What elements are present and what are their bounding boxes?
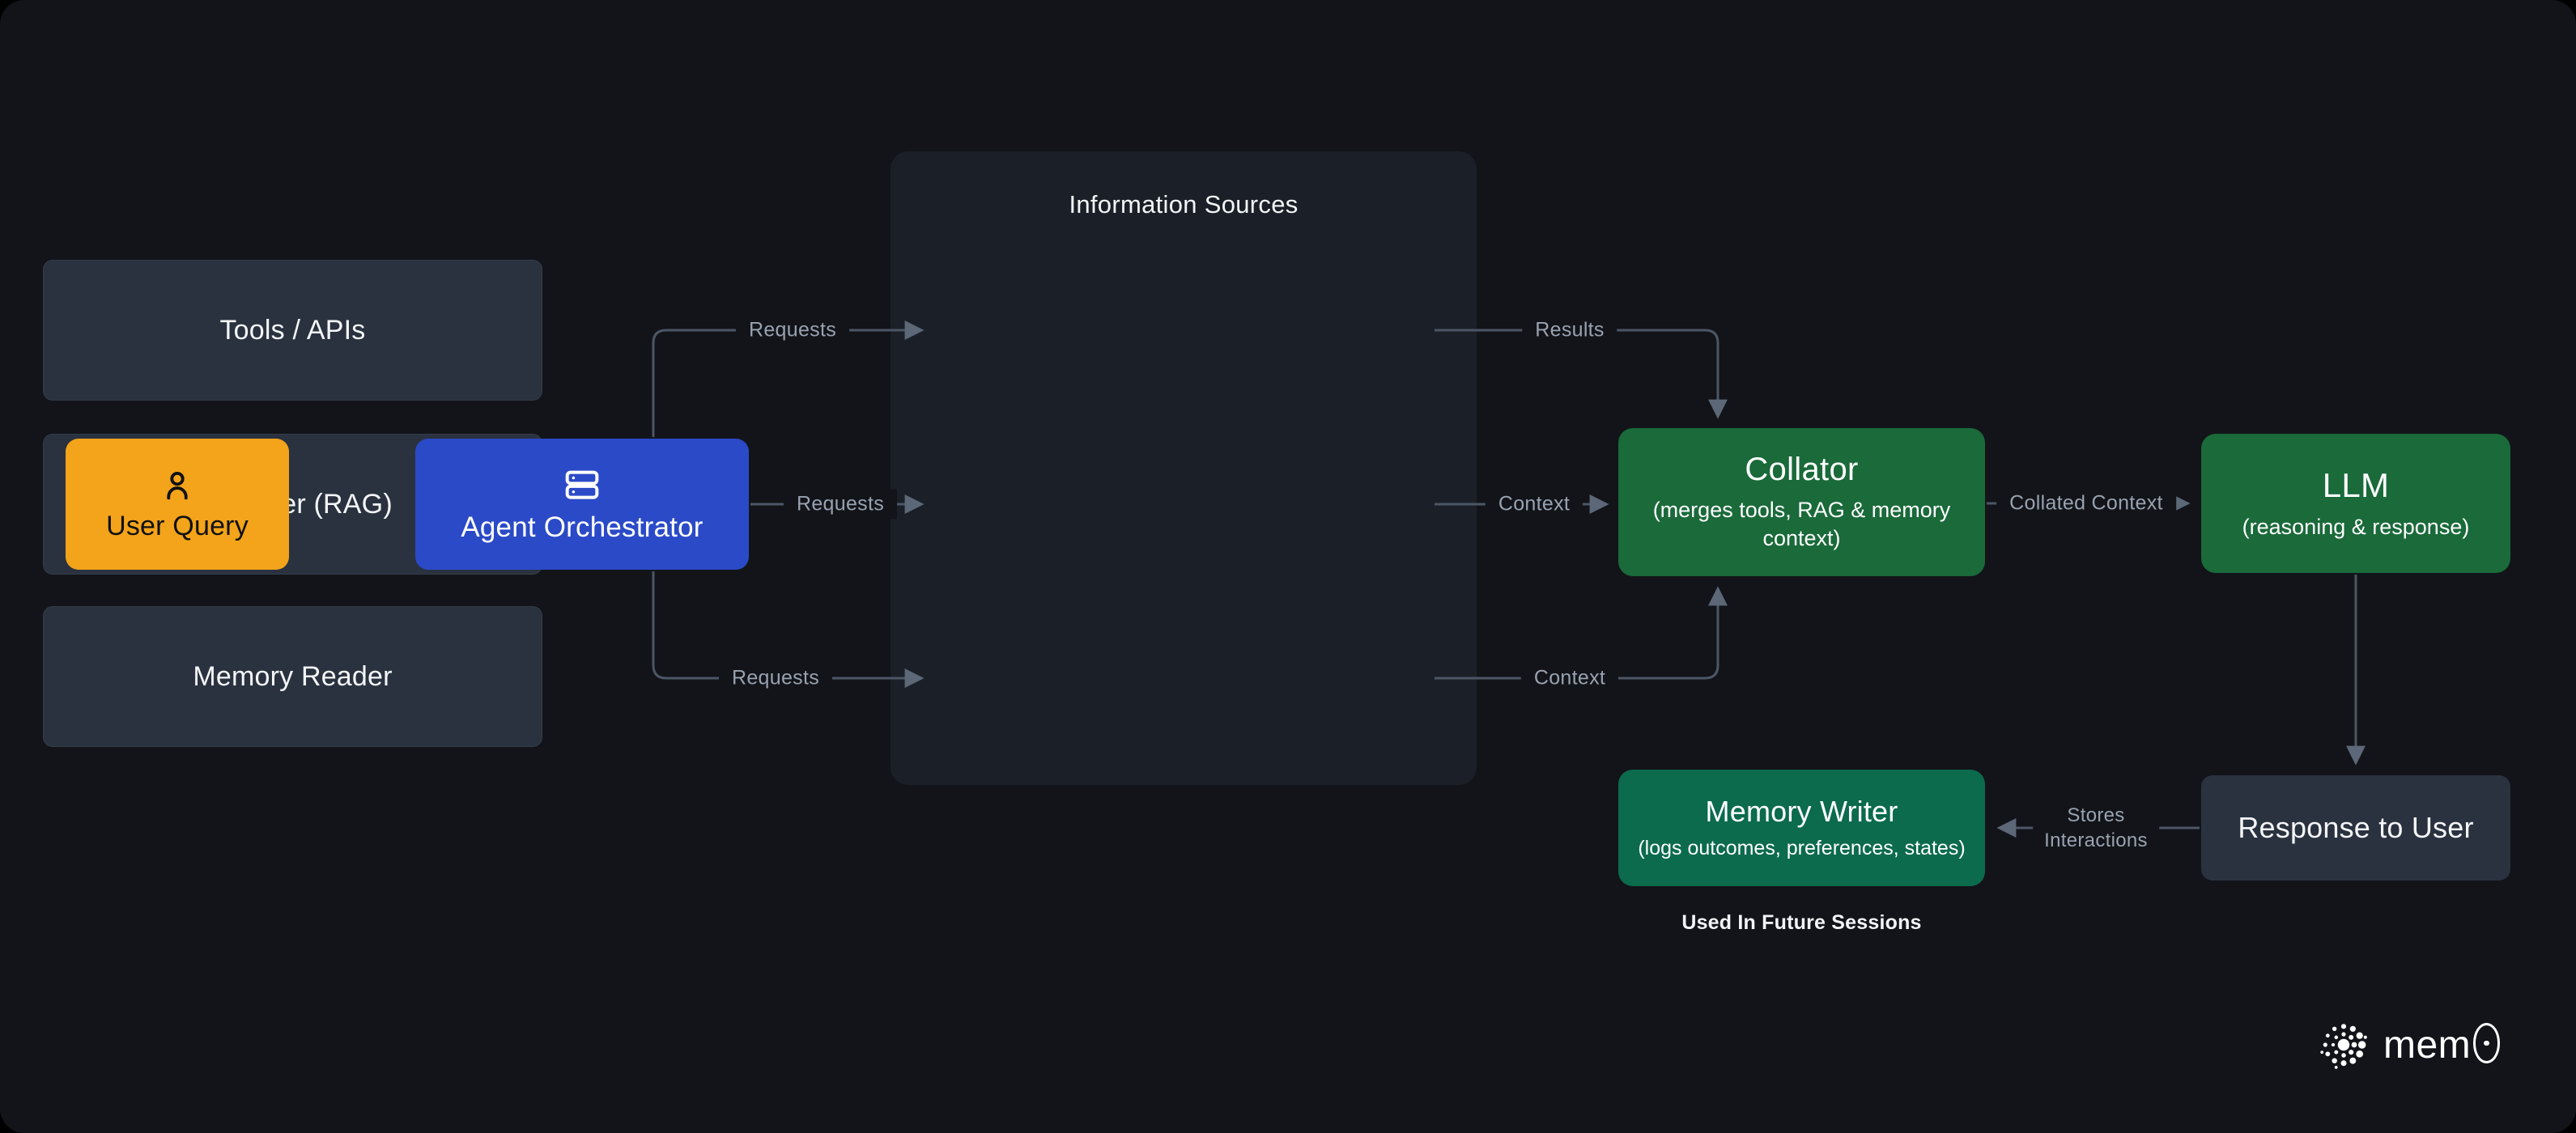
information-sources-panel: Information Sources (891, 151, 1477, 785)
future-sessions-note: Used In Future Sessions (1681, 911, 1922, 934)
edge-label-requests-middle: Requests (783, 489, 898, 520)
mem0-logo-text-mem: mem (2383, 1023, 2472, 1067)
server-stack-icon (565, 470, 599, 499)
node-collator-subtitle-line2: & memory context) (1762, 498, 1951, 550)
node-memory-reader-label: Memory Reader (193, 660, 393, 692)
node-llm-subtitle: (reasoning & response) (2242, 513, 2470, 541)
node-agent-orchestrator: Agent Orchestrator (415, 439, 749, 570)
node-llm-subtitle-line2: & response) (2351, 514, 2470, 539)
mem0-logo-text: mem (2383, 1023, 2501, 1067)
connector-requests-top (652, 320, 925, 437)
edge-label-requests-top: Requests (735, 315, 850, 346)
node-agent-orchestrator-label: Agent Orchestrator (461, 511, 704, 543)
edge-label-context-bottom: Context (1520, 663, 1619, 694)
edge-label-requests-bottom: Requests (718, 663, 833, 694)
node-tools-apis: Tools / APIs (43, 260, 542, 401)
node-memory-writer-subtitle: (logs outcomes, preferences, states) (1638, 837, 1966, 859)
edge-label-stores-line1: Stores (2067, 804, 2125, 826)
edge-label-stores-interactions: Stores Interactions (2033, 800, 2159, 855)
node-llm-title: LLM (2322, 465, 2390, 504)
node-tools-apis-label: Tools / APIs (219, 314, 366, 346)
panel-title: Information Sources (1069, 190, 1299, 219)
connector-requests-bottom (652, 571, 925, 688)
node-llm-subtitle-line1: (reasoning (2242, 514, 2346, 539)
user-icon (167, 471, 188, 499)
edge-label-context-middle: Context (1485, 489, 1583, 520)
node-memory-reader: Memory Reader (43, 606, 542, 747)
edge-label-results: Results (1522, 315, 1617, 346)
mem0-logo: mem (2317, 1018, 2501, 1071)
node-collator-title: Collator (1745, 452, 1859, 488)
edge-label-stores-line2: Interactions (2044, 830, 2148, 851)
edge-label-collated-context: Collated Context (1996, 488, 2176, 519)
node-collator-subtitle: (merges tools, RAG & memory context) (1618, 496, 1985, 552)
node-response-to-user-label: Response to User (2238, 811, 2474, 844)
node-user-query-label: User Query (106, 510, 249, 541)
node-response-to-user: Response to User (2201, 775, 2510, 881)
mem0-logo-icon (2320, 1024, 2367, 1069)
node-user-query: User Query (66, 439, 289, 570)
node-memory-writer-title: Memory Writer (1705, 795, 1898, 828)
node-collator-subtitle-line1: (merges tools, RAG (1652, 498, 1845, 523)
node-memory-writer: Memory Writer (logs outcomes, preference… (1618, 770, 1985, 886)
node-collator: Collator (merges tools, RAG & memory con… (1618, 428, 1985, 576)
mem0-logo-zero (2472, 1023, 2501, 1064)
node-llm: LLM (reasoning & response) (2201, 434, 2510, 573)
